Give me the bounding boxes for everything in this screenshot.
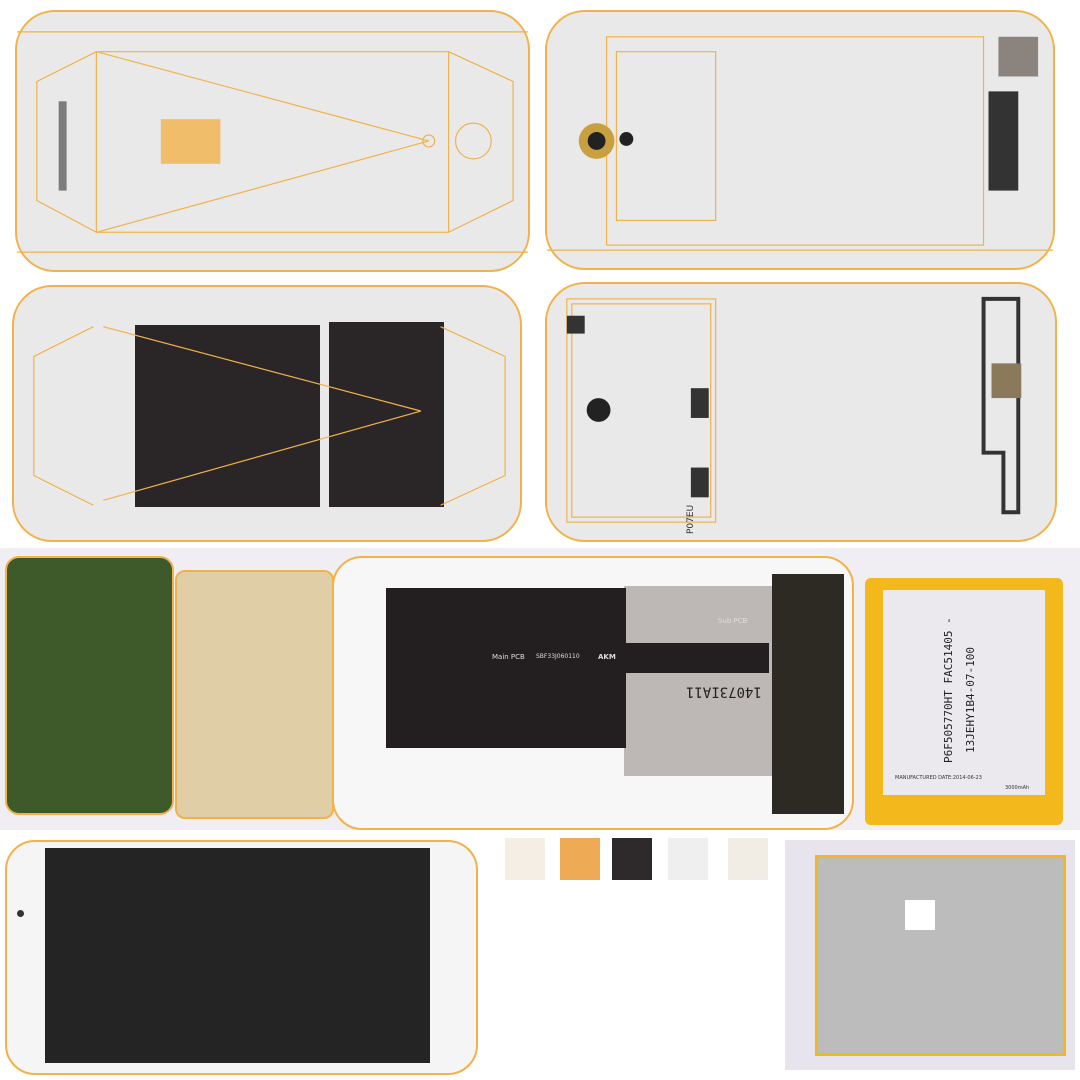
swatch-3 (612, 838, 652, 880)
metal-plate (624, 586, 774, 776)
swatch-5 (728, 838, 768, 880)
part-number: SBF33J060110 (536, 653, 580, 660)
shield-can-board (175, 570, 334, 819)
battery-back (785, 840, 1075, 1070)
battery-front: P6F505770HT FAC51405 - 13JEHY1B4-07-100 … (865, 578, 1063, 825)
midframe: Main PCB SBF33J060110 AKM Sub PCB 14073I… (332, 556, 854, 830)
battery-capacity: 3000mAh (1005, 785, 1030, 791)
sub-pcb-label: Sub PCB (718, 617, 748, 625)
back-cover-mark: P07EU (686, 504, 696, 534)
swatch-2 (560, 838, 600, 880)
battery-line1: P6F505770HT FAC51405 - (942, 617, 955, 763)
nfc-sticker (329, 322, 444, 507)
display-screen (45, 848, 430, 1063)
frame-code: 14073IA11 (686, 683, 762, 700)
flex-cable (484, 643, 769, 673)
wireframe-lines (566, 296, 1022, 523)
battery-mfg-date: MANUFACTURED DATE:2014-06-23 (895, 775, 982, 781)
sub-pcb-board (772, 574, 844, 814)
brand-label: AKM (598, 653, 616, 661)
battery-foil (815, 855, 1066, 1056)
back-cover-wireframe (15, 10, 530, 272)
barcode-sticker (905, 900, 935, 930)
battery-label (883, 590, 1045, 795)
phone-front (5, 840, 478, 1075)
main-pcb-board (5, 556, 174, 815)
swatch-1 (505, 838, 545, 880)
frame-back-wireframe: P07EU (545, 282, 1057, 542)
frame-inner-wireframe (545, 10, 1055, 270)
wireframe-lines (17, 31, 528, 253)
main-pcb-label: Main PCB (492, 653, 525, 661)
back-cover-inner-wireframe (12, 285, 522, 542)
shield-sticker (135, 325, 320, 507)
wireframe-lines (33, 326, 506, 506)
front-camera-icon (17, 910, 24, 917)
wireframe-lines (547, 36, 1053, 251)
swatch-4 (668, 838, 708, 880)
battery-line2: 13JEHY1B4-07-100 (964, 647, 977, 753)
